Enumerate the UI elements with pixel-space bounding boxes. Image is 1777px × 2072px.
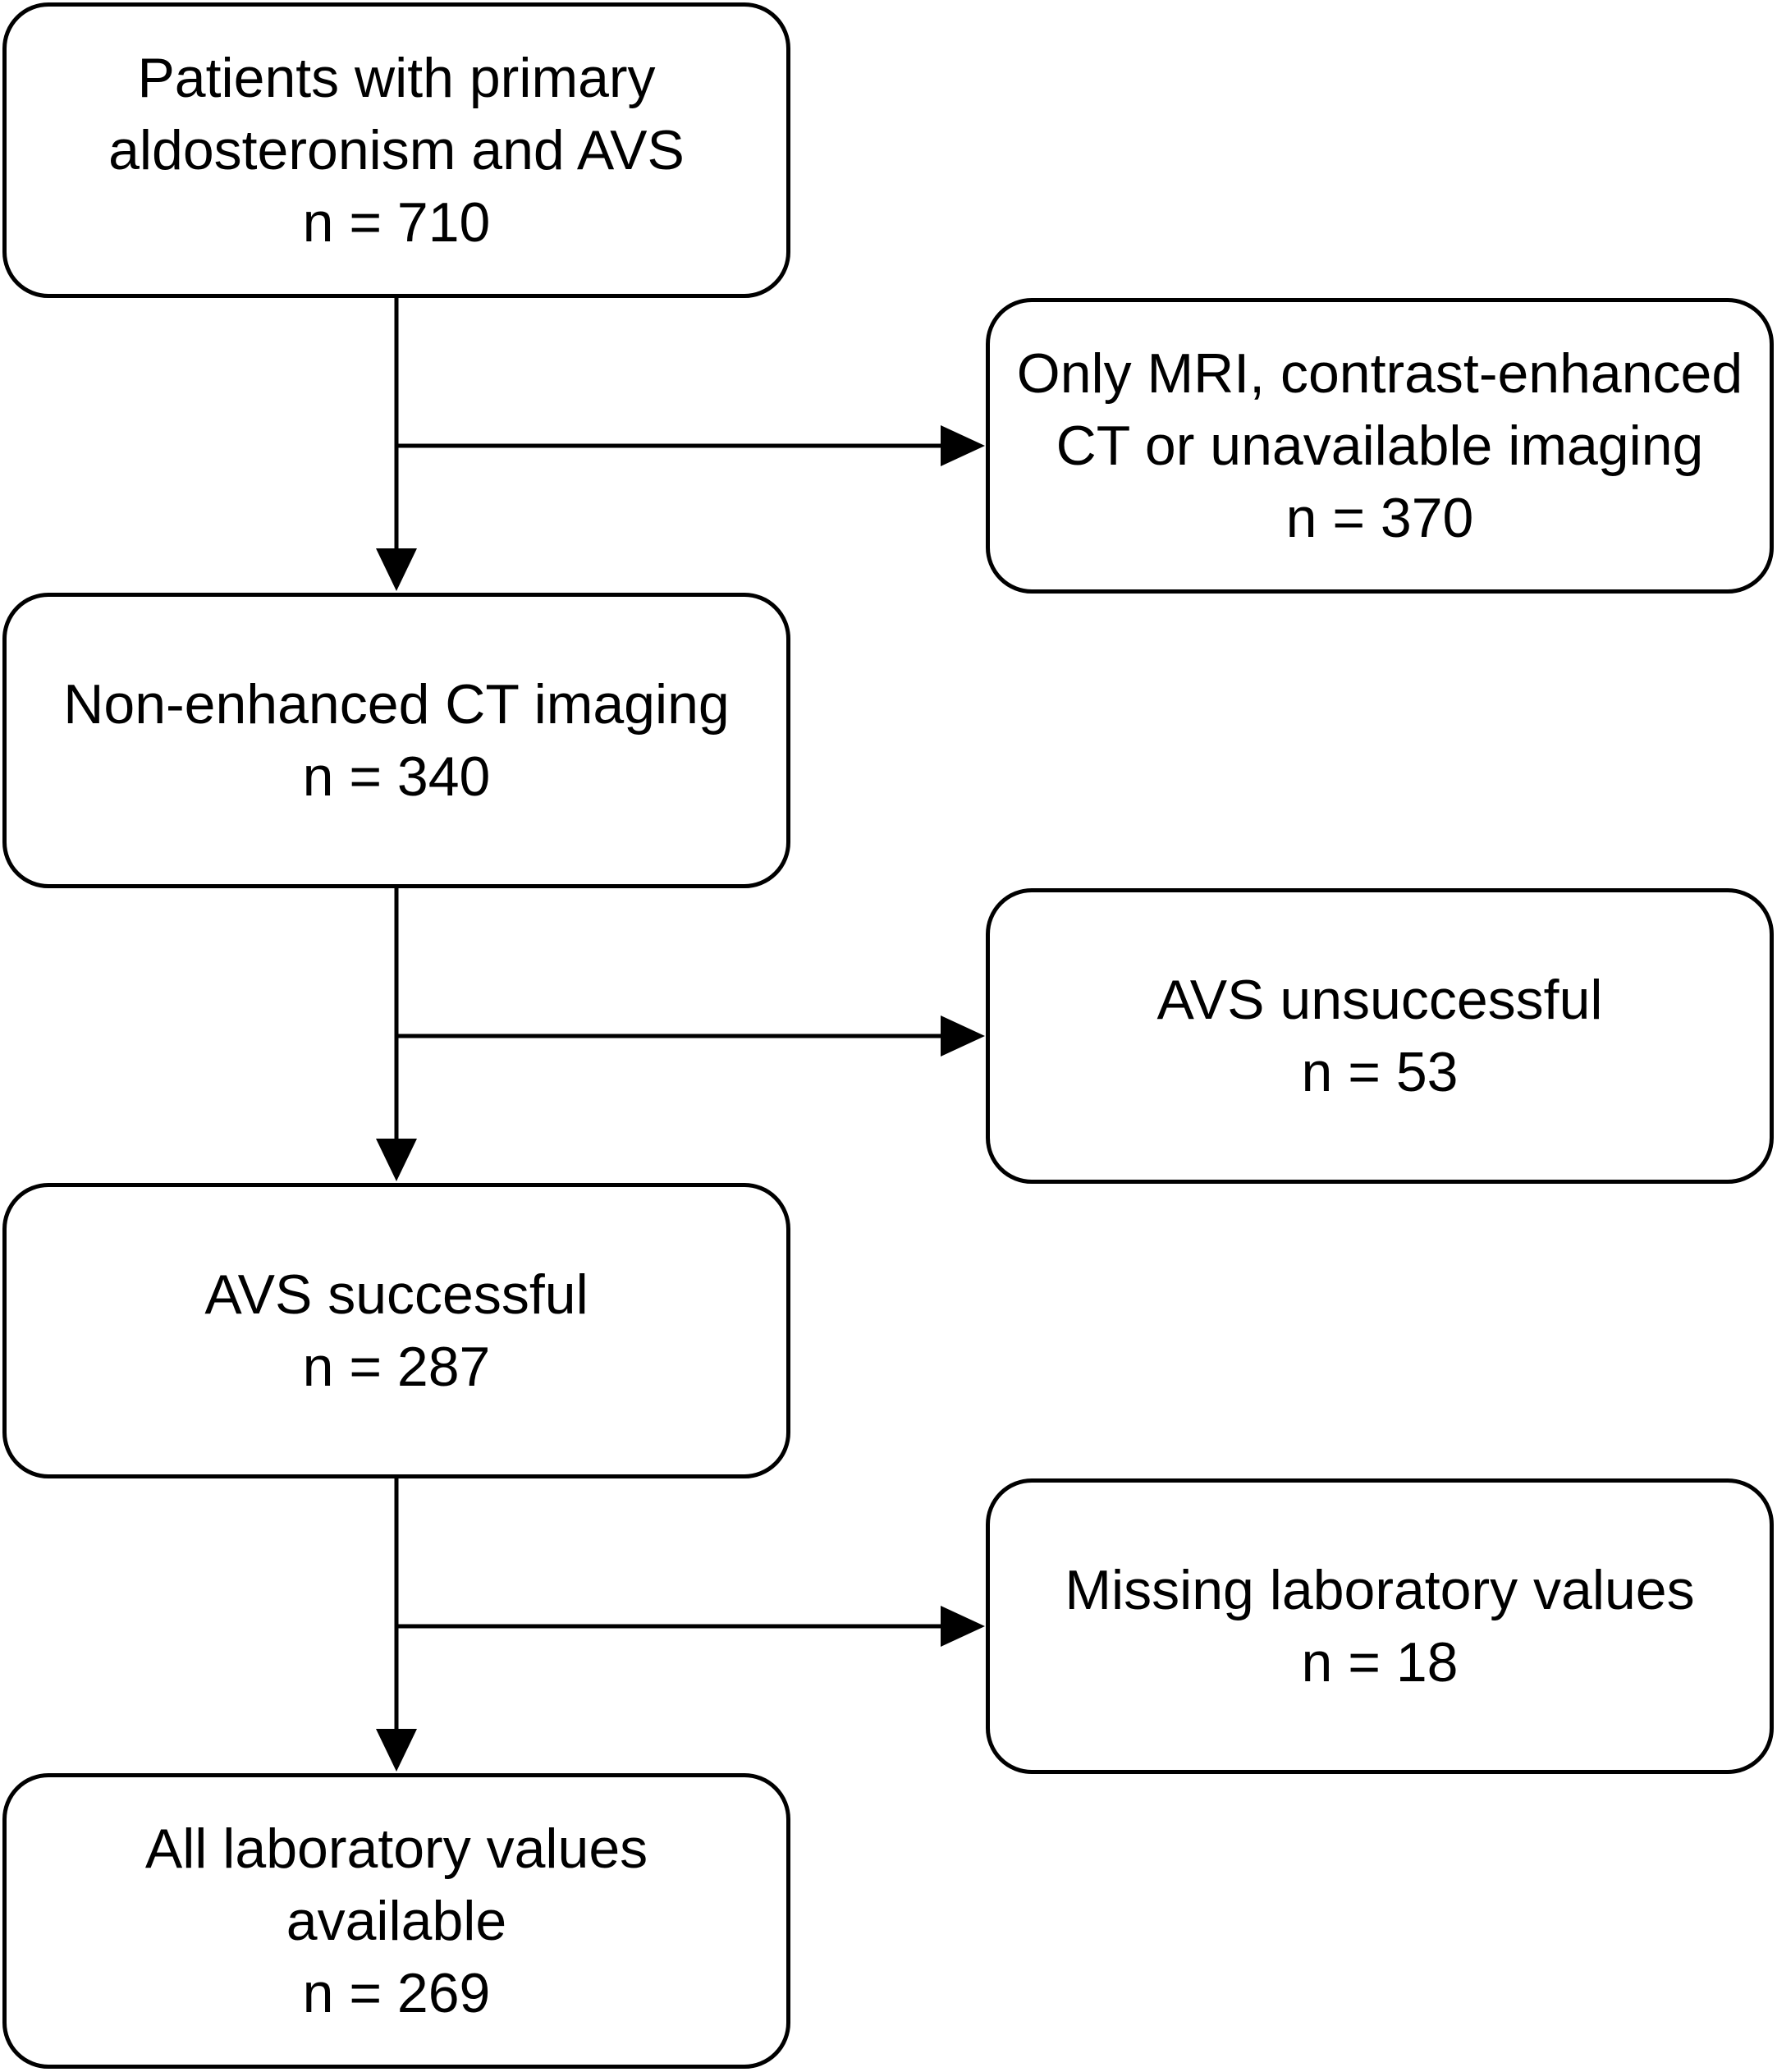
box-avs-unsuccessful: AVS unsuccessful n = 53 (986, 888, 1774, 1184)
box-avs-successful: AVS successful n = 287 (2, 1183, 790, 1478)
box-line: Patients with primary (137, 47, 656, 109)
box-count: n = 370 (1285, 487, 1474, 549)
arrowhead-down-3 (376, 1729, 417, 1772)
box-line: CT or unavailable imaging (1056, 415, 1704, 477)
box-count: n = 18 (1301, 1631, 1459, 1694)
arrowhead-down-1 (376, 548, 417, 591)
box-line: Missing laboratory values (1065, 1559, 1695, 1621)
box-count: n = 287 (302, 1336, 491, 1398)
box-line: AVS unsuccessful (1156, 969, 1603, 1031)
box-line: Only MRI, contrast-enhanced (1016, 342, 1743, 405)
box-all-patients: Patients with primary aldosteronism and … (2, 2, 790, 298)
box-count: n = 269 (302, 1962, 491, 2024)
arrowhead-right-2 (941, 1015, 985, 1057)
box-excluded-imaging: Only MRI, contrast-enhanced CT or unavai… (986, 298, 1774, 594)
box-missing-lab-values: Missing laboratory values n = 18 (986, 1478, 1774, 1774)
arrowhead-right-1 (941, 425, 985, 466)
arrowhead-down-2 (376, 1139, 417, 1181)
box-non-enhanced-ct: Non-enhanced CT imaging n = 340 (2, 593, 790, 888)
box-line: AVS successful (204, 1263, 589, 1326)
box-count: n = 710 (302, 191, 491, 254)
box-count: n = 340 (302, 745, 491, 808)
box-line: All laboratory values (144, 1818, 648, 1880)
box-line: Non-enhanced CT imaging (63, 673, 730, 736)
box-line: available (286, 1890, 507, 1952)
box-all-lab-values: All laboratory values available n = 269 (2, 1773, 790, 2069)
box-line: aldosteronism and AVS (108, 119, 685, 181)
arrowhead-right-3 (941, 1606, 985, 1647)
box-count: n = 53 (1301, 1041, 1459, 1103)
